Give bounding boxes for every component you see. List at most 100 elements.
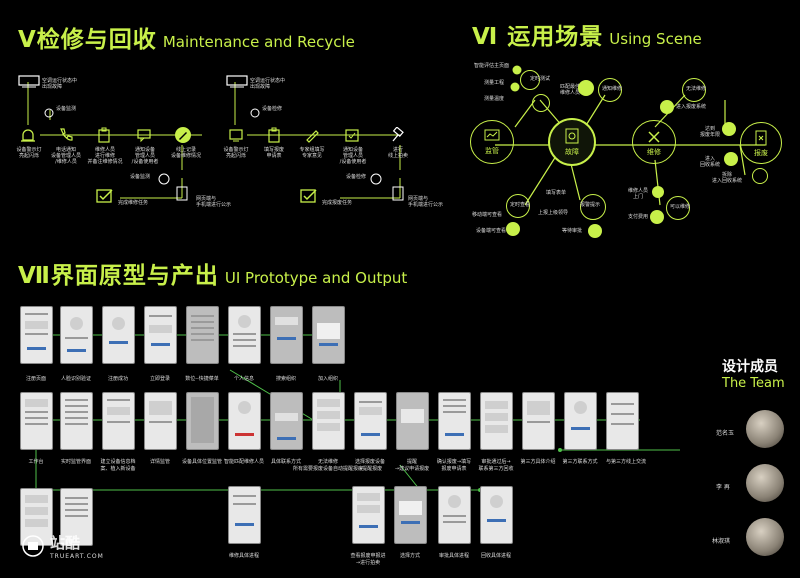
clipboard-icon xyxy=(96,127,112,147)
label-row2b-5: 第三方具体介绍 xyxy=(520,459,556,465)
watermark-main: 站酷 xyxy=(50,534,81,552)
label-row3-3: 审批具体进程 xyxy=(438,553,470,559)
maint-right-ac-icon xyxy=(226,74,248,93)
scene-node-match-icon xyxy=(578,80,594,96)
screen-confirm-scrap[interactable] xyxy=(438,392,471,450)
monitor-circle-icon xyxy=(158,170,170,189)
screen-unfixable[interactable] xyxy=(312,392,345,450)
screen-scrap-auction[interactable] xyxy=(352,486,385,544)
label-row2b-7: 与第三方线上交流 xyxy=(605,459,647,465)
doc-icon-left xyxy=(176,186,188,205)
screen-workbench[interactable] xyxy=(20,392,53,450)
phone-icon xyxy=(58,127,74,147)
maint-right-n2: 填写报废 申请表 xyxy=(263,147,284,159)
scene-node-timer-icon xyxy=(520,70,540,90)
scene-l10: 进入 回收系统 xyxy=(700,156,721,168)
screen-choose-method[interactable] xyxy=(394,486,427,544)
scene-l8: 进入报废系统 xyxy=(676,104,707,110)
label-row2b-4: 审批通过后→ 联系第三方回收 xyxy=(478,459,514,472)
scene-node-approval-icon xyxy=(588,224,602,238)
scene-node-scrapsys-icon xyxy=(660,100,674,114)
scene-l11: 拆除 进入回收系统 xyxy=(712,172,743,184)
maint-right-top2: 设备检修 xyxy=(262,106,283,112)
maint-right-n6: 设备检修 xyxy=(346,174,367,180)
maint-left-top1: 空调运行状态中 出现故障 xyxy=(42,78,78,90)
label-row1-2: 注册成功 xyxy=(107,376,129,382)
pen-circle-icon xyxy=(174,126,192,148)
scene-l5: 匹配最佳 维修人员 xyxy=(560,84,581,96)
section7-title-en: UI Prototype and Output xyxy=(224,269,408,287)
scene-l3: 测量温度 xyxy=(484,96,505,102)
label-row2b-2: 提醒 →建议申请报废 xyxy=(394,459,430,472)
scene-l7: 无法维修 xyxy=(686,86,707,92)
screen-login[interactable] xyxy=(144,306,177,364)
scene-node-evaluate-icon xyxy=(512,60,522,79)
maint-right-n3: 专家组填写 专家意见 xyxy=(299,147,325,159)
label-row3-0: 维修具体进程 xyxy=(228,553,260,559)
label-row2a-1: 实时监管界面 xyxy=(60,459,92,465)
scene-l6: 通知维修 xyxy=(602,86,623,92)
scene-node-recycle-icon xyxy=(724,152,738,166)
screen-remind[interactable] xyxy=(396,392,429,450)
screen-third-party-contact[interactable] xyxy=(480,392,513,450)
scene-node-visit-icon xyxy=(652,186,664,198)
hub-scrap-label: 报废 xyxy=(754,149,768,157)
member-avatar-0 xyxy=(746,410,784,448)
screen-detail-monitor[interactable] xyxy=(144,392,177,450)
screen-approval-progress[interactable] xyxy=(438,486,471,544)
scene-node-measure-icon xyxy=(510,77,520,96)
alarm-light-icon xyxy=(20,127,36,147)
screen-match-repair[interactable] xyxy=(228,392,261,450)
label-row1-4: 数位--快捷菜单 xyxy=(185,376,219,382)
scene-node-pay-icon xyxy=(650,210,664,224)
label-row2a-0: 工作台 xyxy=(28,459,44,465)
screen-third-party-phone[interactable] xyxy=(564,392,597,450)
scene-l15: 填写表单 xyxy=(546,190,567,196)
section5-title-en: Maintenance and Recycle xyxy=(162,33,355,51)
screen-search-org[interactable] xyxy=(270,306,303,364)
team-subtitle: The Team xyxy=(722,376,785,391)
screen-select-scrap[interactable] xyxy=(354,392,387,450)
maint-left-n4: 通知设备 管理人员 /设备使用者 xyxy=(131,147,159,165)
check-box-icon-left xyxy=(96,188,114,208)
scene-l16: 上报上级领导 xyxy=(538,210,569,216)
label-row2a-5: 智能匹配维修人员 xyxy=(223,459,265,465)
member-avatar-2 xyxy=(746,518,784,556)
watermark-sub: TRUEART.COM xyxy=(50,553,104,560)
member-avatar-1 xyxy=(746,464,784,502)
maint-right-inspect-icon xyxy=(250,103,260,122)
screen-realtime-monitor[interactable] xyxy=(60,392,93,450)
screen-repair-progress[interactable] xyxy=(228,486,261,544)
maint-right-n1: 设备警示灯 亮起闪烁 xyxy=(223,147,249,159)
team-title: 设计成员 xyxy=(722,359,778,375)
screen-register-success[interactable] xyxy=(102,306,135,364)
label-row1-0: 注册页面 xyxy=(25,376,47,382)
screen-monitor-list[interactable] xyxy=(60,488,93,546)
screen-recycle-progress[interactable] xyxy=(480,486,513,544)
screen-register[interactable] xyxy=(20,306,53,364)
maint-left-n3: 维修人员 进行维修 并备注维修情况 xyxy=(87,147,123,165)
maint-left-n5: 线上记录 设备维修情况 xyxy=(170,147,201,159)
label-row2b-3: 确认报废→填写 报废申请表 xyxy=(436,459,472,472)
screen-contact[interactable] xyxy=(270,392,303,450)
screen-face-verify[interactable] xyxy=(60,306,93,364)
screen-join-org[interactable] xyxy=(312,306,345,364)
pencil-icon xyxy=(304,127,320,147)
screen-third-party-intro[interactable] xyxy=(522,392,555,450)
screen-device-archive[interactable] xyxy=(102,392,135,450)
screen-third-party-chat[interactable] xyxy=(606,392,639,450)
scene-l21: 可以维修 xyxy=(670,204,691,210)
screen-quick-menu[interactable] xyxy=(186,306,219,364)
scene-node-timed-check-icon xyxy=(506,194,530,218)
hub-fault-label: 故障 xyxy=(565,148,579,156)
maint-right-n5: 进行 线上拍卖 xyxy=(387,147,408,159)
maint-right-n4: 通知设备 管理人员 /设备使用者 xyxy=(339,147,367,165)
label-row1-3: 立即登录 xyxy=(149,376,171,382)
scene-node-device-view-icon xyxy=(506,222,520,236)
screen-profile[interactable] xyxy=(228,306,261,364)
maint-right-n8: 完成报废任务 xyxy=(322,200,353,206)
member-name-1: 李 再 xyxy=(716,484,730,491)
screen-location-monitor[interactable] xyxy=(186,392,219,450)
